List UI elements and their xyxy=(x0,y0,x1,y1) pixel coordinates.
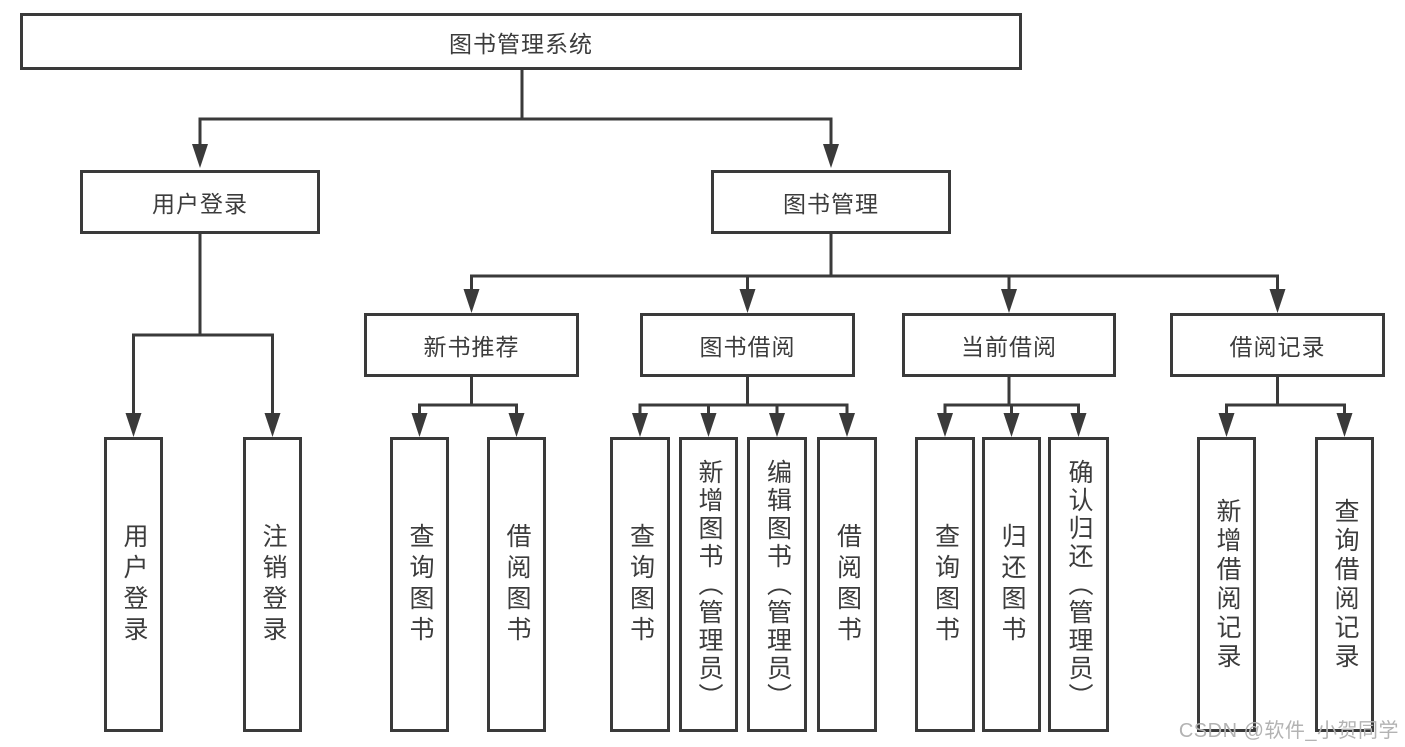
leaf-add-borrow-record: 新增借阅记录 xyxy=(1197,437,1256,732)
arrowhead-down xyxy=(508,413,525,437)
leaf-query-borrow-record: 查询借阅记录 xyxy=(1315,437,1374,732)
arrowhead-down xyxy=(823,144,839,168)
arrowhead-down xyxy=(1001,289,1017,313)
leaf-label: 借阅图书 xyxy=(503,522,531,647)
arrowhead-down xyxy=(1003,413,1020,437)
leaf-label: 查询图书 xyxy=(931,522,960,647)
leaf-add-books-admin: 新增图书（管理员） xyxy=(679,437,738,732)
node-user-login: 用户登录 xyxy=(80,170,320,234)
arrowhead-down xyxy=(192,144,208,168)
arrowhead-down xyxy=(700,413,717,437)
connectors-book-mgmt-to-level3 xyxy=(463,234,1286,313)
arrowhead-down xyxy=(839,413,855,437)
arrowhead-down xyxy=(411,413,428,437)
leaf-label: 注销登录 xyxy=(259,522,287,647)
leaf-label: 确认归还（管理员） xyxy=(1065,458,1093,711)
watermark: CSDN @软件_小贺同学 xyxy=(1178,720,1399,742)
leaf-borrow-books-newbooks: 借阅图书 xyxy=(487,437,546,732)
node-current-borrow: 当前借阅 xyxy=(902,313,1116,377)
book-borrow-branch-line xyxy=(638,403,849,414)
arrowhead-down xyxy=(264,413,281,437)
arrowhead-down xyxy=(769,413,785,437)
leaf-query-books-current: 查询图书 xyxy=(915,437,975,732)
leaf-label: 查询图书 xyxy=(406,522,434,647)
arrowhead-down xyxy=(463,289,480,313)
connectors-root-to-level2 xyxy=(192,70,839,168)
node-new-books-label: 新书推荐 xyxy=(423,334,520,360)
node-book-borrow-label: 图书借阅 xyxy=(699,334,796,360)
leaf-label: 编辑图书（管理员） xyxy=(763,458,792,711)
user-login-branch-line xyxy=(132,333,274,414)
leaf-label: 用户登录 xyxy=(120,522,148,647)
node-book-mgmt-label: 图书管理 xyxy=(783,191,879,217)
new-books-branch-line xyxy=(418,403,518,414)
connectors-borrow-records-children xyxy=(1218,377,1353,437)
borrow-records-branch-line xyxy=(1225,403,1346,414)
leaf-logout: 注销登录 xyxy=(243,437,302,732)
arrowhead-down xyxy=(739,289,756,313)
arrowhead-down xyxy=(937,413,953,437)
node-book-borrow: 图书借阅 xyxy=(640,313,855,377)
leaf-label: 查询图书 xyxy=(626,522,655,647)
level3-branch-line xyxy=(470,274,1279,290)
node-user-login-label: 用户登录 xyxy=(152,191,248,217)
connectors-new-books-children xyxy=(411,377,525,437)
root-node: 图书管理系统 xyxy=(20,13,1022,70)
leaf-borrow-books-borrow: 借阅图书 xyxy=(817,437,877,732)
leaf-user-login: 用户登录 xyxy=(104,437,163,732)
node-borrow-records: 借阅记录 xyxy=(1170,313,1385,377)
connectors-book-borrow-children xyxy=(632,377,855,437)
node-new-books: 新书推荐 xyxy=(364,313,579,377)
connectors-current-borrow-children xyxy=(937,377,1087,437)
leaf-edit-books-admin: 编辑图书（管理员） xyxy=(747,437,807,732)
arrowhead-down xyxy=(1070,413,1087,437)
arrowhead-down xyxy=(1269,289,1286,313)
arrowhead-down xyxy=(1218,413,1235,437)
arrowhead-down xyxy=(125,413,142,437)
leaf-label: 借阅图书 xyxy=(833,522,862,647)
node-book-mgmt: 图书管理 xyxy=(711,170,951,234)
leaf-label: 新增图书（管理员） xyxy=(695,458,723,711)
leaf-label: 新增借阅记录 xyxy=(1213,497,1241,672)
root-node-label: 图书管理系统 xyxy=(449,30,593,57)
leaf-label: 查询借阅记录 xyxy=(1331,497,1359,672)
node-borrow-records-label: 借阅记录 xyxy=(1229,334,1326,360)
connectors-user-login-children xyxy=(125,234,281,437)
arrowhead-down xyxy=(1336,413,1353,437)
leaf-return-books: 归还图书 xyxy=(982,437,1041,732)
leaf-query-books-newbooks: 查询图书 xyxy=(390,437,449,732)
leaf-query-books-borrow: 查询图书 xyxy=(610,437,670,732)
level2-branch-line xyxy=(198,117,833,147)
node-current-borrow-label: 当前借阅 xyxy=(961,334,1057,360)
leaf-confirm-return-admin: 确认归还（管理员） xyxy=(1048,437,1109,732)
leaf-label: 归还图书 xyxy=(998,522,1026,647)
arrowhead-down xyxy=(632,413,648,437)
